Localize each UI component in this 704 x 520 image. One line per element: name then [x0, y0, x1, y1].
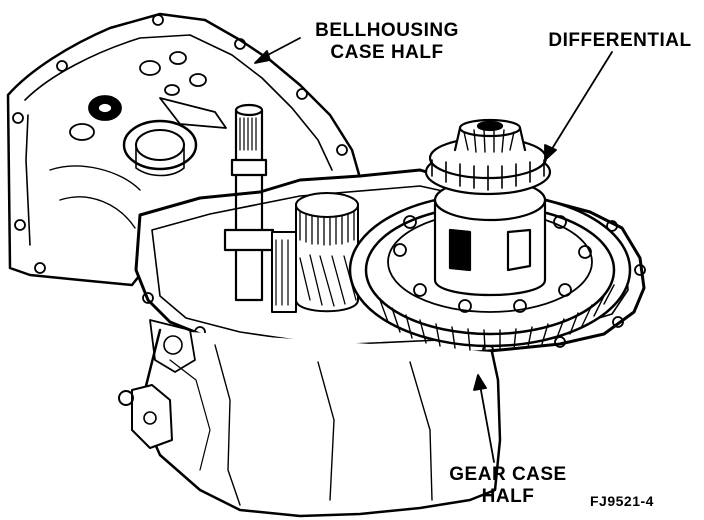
differential-leader: [549, 51, 613, 153]
figure-id: FJ9521-4: [590, 493, 654, 509]
bellhousing-case-half-label: BELLHOUSING CASE HALF: [302, 20, 472, 64]
bellhousing-label-line2: CASE HALF: [330, 42, 444, 63]
ring-gear-bolts: [393, 215, 592, 313]
bellhousing-arrowhead: [254, 50, 271, 64]
gear-case-arrowhead: [473, 374, 487, 391]
differential-label-text: DIFFERENTIAL: [548, 30, 692, 51]
differential-label: DIFFERENTIAL: [540, 30, 700, 52]
intermediate-gear-cluster: [271, 192, 359, 313]
gear-case-leader: [479, 384, 495, 463]
bellhousing-label-line1: BELLHOUSING: [315, 20, 459, 41]
gear-case-half-label: GEAR CASE HALF: [438, 464, 578, 508]
differential-assembly: [424, 118, 552, 297]
bellhousing-bolt-bosses: [12, 14, 348, 274]
input-shaft: [223, 103, 275, 302]
gear-case-label-line1: GEAR CASE: [449, 464, 567, 485]
differential-arrowhead: [544, 144, 557, 161]
callout-arrows: [254, 37, 613, 463]
gear-case-label-line2: HALF: [481, 486, 535, 507]
